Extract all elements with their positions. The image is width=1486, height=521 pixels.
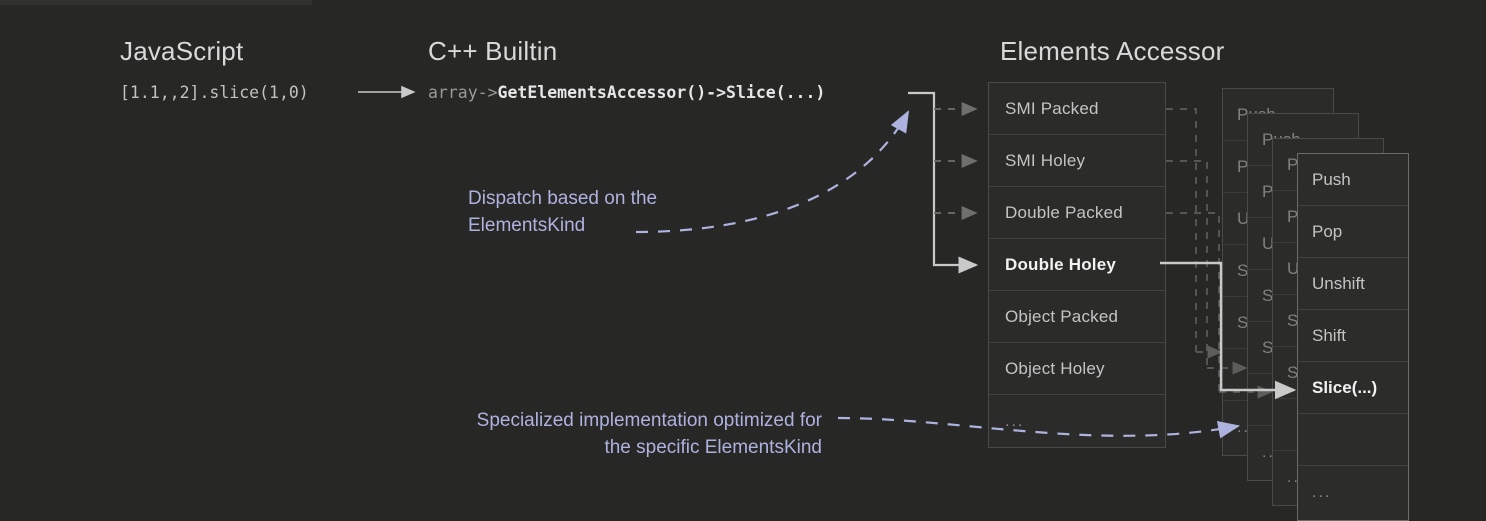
cpp-code-main: GetElementsAccessor()->Slice(...) [497,83,826,102]
method-row-shift[interactable]: Shift [1298,310,1408,362]
top-strip [0,0,312,5]
annotation-arrow-dispatch [635,110,910,234]
accessor-row-object-packed[interactable]: Object Packed [989,291,1165,343]
annotation-specialized: Specialized implementation optimized for… [476,410,822,458]
accessor-row-double-packed[interactable]: Double Packed [989,187,1165,239]
column-title-elements-accessor: Elements Accessor [1000,36,1225,66]
accessor-row-label: SMI Holey [1005,150,1086,170]
annotation-dispatch: Dispatch based on the ElementsKind [468,188,658,236]
accessor-row-label: Double Packed [1005,202,1123,222]
dispatch-bus [908,91,979,274]
accessor-row-object-holey[interactable]: Object Holey [989,343,1165,395]
elements-accessor-list: SMI Packed SMI Holey Double Packed Doubl… [988,82,1166,448]
cpp-code-snippet: array->GetElementsAccessor()->Slice(...) [428,83,825,102]
accessor-row-smi-packed[interactable]: SMI Packed [989,83,1165,135]
method-row-slice[interactable]: Slice(...) [1298,362,1408,414]
method-row-unshift[interactable]: Unshift [1298,258,1408,310]
method-row-ellipsis[interactable]: ... [1312,484,1332,501]
column-title-javascript: JavaScript [120,36,244,66]
accessor-row-ellipsis[interactable]: ... [989,395,1165,449]
accessor-row-label: Double Holey [1005,254,1117,274]
method-card-double-holey: Push Pop Unshift Shift Slice(...) ... [1297,153,1409,521]
method-row-pop[interactable]: Pop [1298,206,1408,258]
accessor-row-label: ... [1005,413,1025,430]
javascript-code-snippet: [1.1,,2].slice(1,0) [120,83,309,102]
cpp-code-prefix: array-> [428,83,498,102]
accessor-row-smi-holey[interactable]: SMI Holey [989,135,1165,187]
method-row-push[interactable]: Push [1298,154,1408,206]
accessor-row-double-holey[interactable]: Double Holey [989,239,1165,291]
accessor-row-label: SMI Packed [1005,98,1099,118]
accessor-row-label: Object Holey [1005,358,1105,378]
column-title-cpp-builtin: C++ Builtin [428,36,558,66]
card-connector-1 [1166,108,1223,359]
accessor-row-label: Object Packed [1005,306,1119,326]
method-row-blank [1298,414,1408,466]
